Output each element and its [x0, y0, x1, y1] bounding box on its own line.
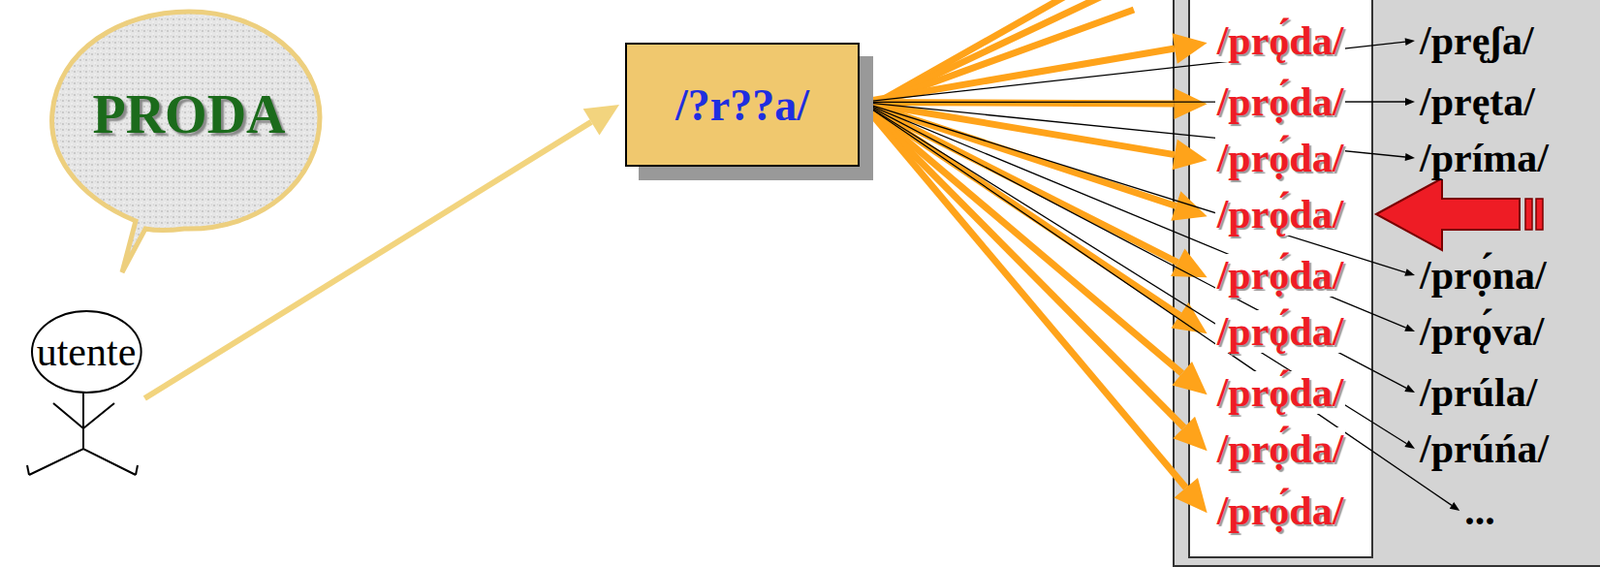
lexicon-text: /príma/: [1417, 136, 1551, 180]
lexicon-word: /prúńa/: [1417, 427, 1551, 471]
grey-panel: [1173, 0, 1600, 566]
connector-arrow: [861, 32, 1208, 102]
candidate-text: /prǫ́da/: [1215, 310, 1347, 353]
connector-arrow: [861, 101, 1415, 276]
candidate-text: /prǫ́da/: [1215, 19, 1347, 63]
lexicon-word: /prúla/: [1417, 371, 1539, 414]
connector-arrow: [861, 101, 1208, 395]
connector-arrow: [861, 101, 1208, 513]
lexicon-text: /prúla/: [1417, 371, 1539, 414]
lexicon-word: /prọ́na/: [1417, 253, 1549, 297]
candidate-entry: /prǫ́da/: [1215, 19, 1347, 63]
candidate-text: /prọ́da/: [1215, 253, 1347, 297]
candidate-entry: /prọ́da/: [1215, 80, 1347, 124]
lexicon-text: /prúńa/: [1417, 427, 1551, 471]
speech-bubble: PRODA: [38, 5, 330, 287]
person-head: utente: [30, 309, 144, 395]
candidate-text: /prọ́da/: [1215, 427, 1347, 471]
candidate-entry: /prǫ́da/: [1215, 310, 1347, 353]
white-column: [1189, 0, 1373, 558]
lexicon-word: /prǫ́va/: [1417, 310, 1546, 353]
bubble-word: PRODA: [92, 83, 285, 146]
connector-arrow: [861, 101, 1415, 393]
candidate-text: /prọ́da/: [1215, 136, 1347, 180]
connector-arrow: [861, 101, 1208, 451]
candidate-entry: /prọ́da/: [1215, 427, 1347, 471]
lexicon-word: /pręʃa/: [1417, 19, 1537, 63]
candidate-entry: /prǫ́da/: [1215, 371, 1347, 414]
candidate-entry: /prǫ́da/: [1215, 192, 1347, 236]
candidate-entry: /prọ́da/: [1215, 253, 1347, 297]
lexicon-text: ...: [1462, 489, 1498, 533]
lexicon-text: /pręta/: [1417, 80, 1538, 124]
pattern-box: /?r??a/: [625, 42, 860, 167]
lexicon-word: /príma/: [1417, 136, 1551, 180]
candidate-text: /prọ́da/: [1215, 489, 1347, 533]
lexicon-text: /pręʃa/: [1417, 19, 1537, 63]
lexicon-word: ...: [1462, 489, 1498, 533]
person-label: utente: [36, 331, 137, 373]
connector-arrow: [861, 101, 1460, 511]
stick-figure: [27, 392, 138, 475]
candidate-entry: /prọ́da/: [1215, 489, 1347, 533]
lexicon-text: /prọ́na/: [1417, 253, 1549, 297]
bubble-outline: [38, 5, 330, 287]
candidate-text: /prǫ́da/: [1215, 371, 1347, 414]
candidate-text: /prǫ́da/: [1215, 192, 1347, 236]
extra-orange-arrows: [877, 0, 1134, 103]
candidate-entry: /prọ́da/: [1215, 136, 1347, 180]
candidate-text: /prọ́da/: [1215, 80, 1347, 124]
connector-arrow: [861, 88, 1208, 120]
connector-arrow: [861, 101, 1415, 449]
pattern-text: /?r??a/: [675, 79, 810, 131]
lexicon-word: /pręta/: [1417, 80, 1538, 124]
lexicon-text: /prǫ́va/: [1417, 310, 1546, 353]
red-pointer-arrow: [1376, 178, 1543, 251]
connector-arrow: [861, 101, 1415, 332]
